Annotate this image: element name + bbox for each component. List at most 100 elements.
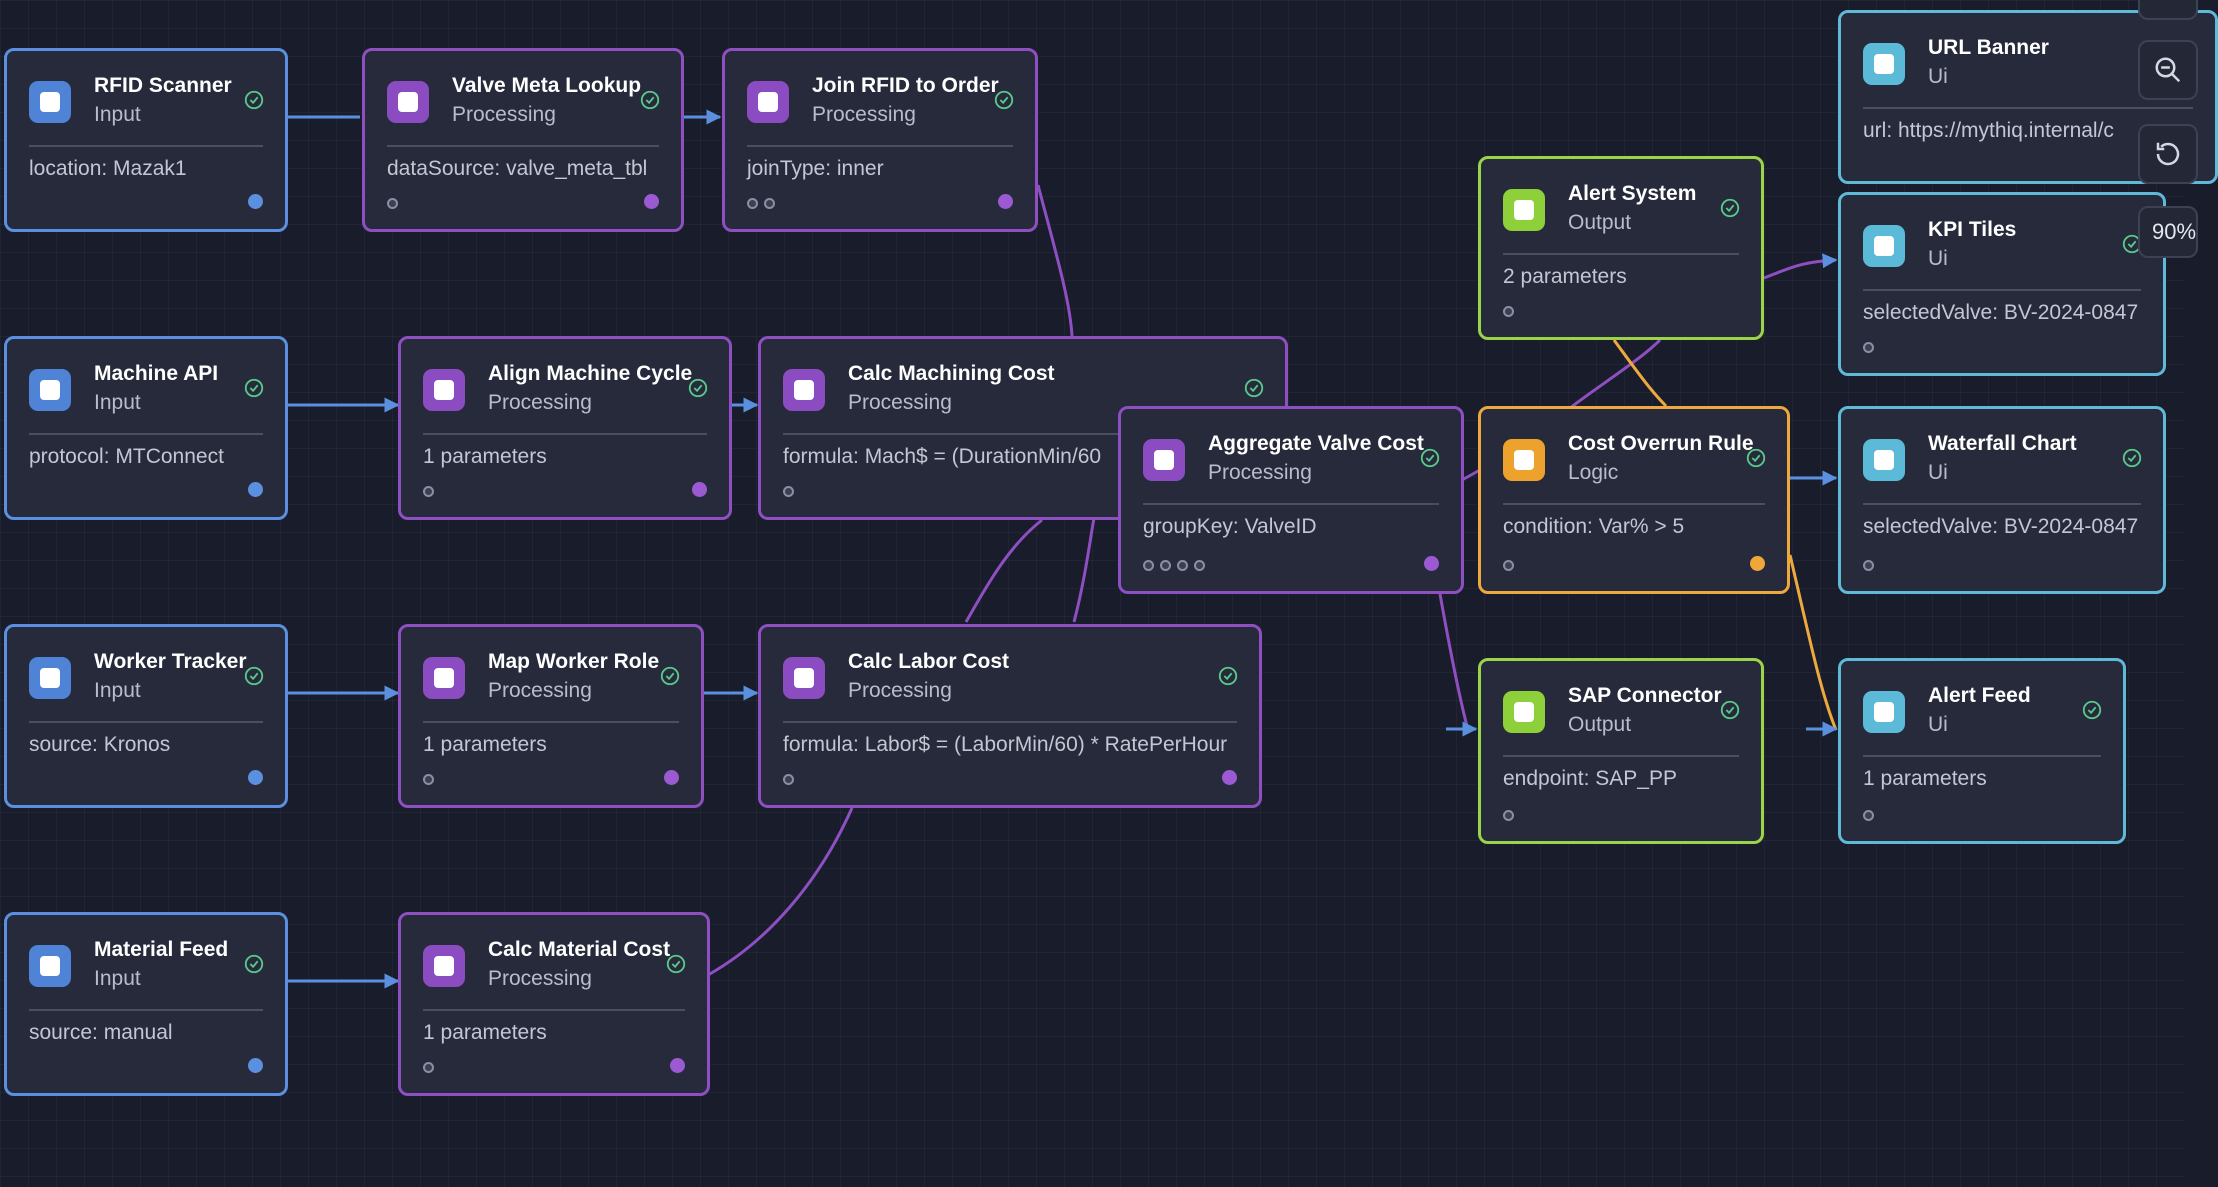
- node-type-icon: [423, 945, 465, 987]
- node-title: URL Banner: [1928, 36, 2049, 59]
- node-material-feed[interactable]: Material Feed Input source: manual: [4, 912, 288, 1096]
- node-type-icon: [423, 657, 465, 699]
- node-divider: [747, 145, 1013, 147]
- input-ports: [423, 486, 434, 497]
- node-type-label: Input: [94, 391, 141, 414]
- node-divider: [29, 433, 263, 435]
- node-rfid-scanner[interactable]: RFID Scanner Input location: Mazak1: [4, 48, 288, 232]
- input-port[interactable]: [423, 1062, 434, 1073]
- node-valve-meta-lookup[interactable]: Valve Meta Lookup Processing dataSource:…: [362, 48, 684, 232]
- input-port[interactable]: [1177, 560, 1188, 571]
- node-type-label: Processing: [848, 391, 952, 414]
- input-port[interactable]: [1863, 810, 1874, 821]
- node-title: Worker Tracker: [94, 650, 247, 673]
- check-circle-icon: [666, 954, 686, 974]
- check-circle-icon: [640, 90, 660, 110]
- output-port[interactable]: [248, 1058, 263, 1073]
- output-port[interactable]: [248, 482, 263, 497]
- edge-aggregate-sap: [1438, 593, 1470, 731]
- input-ports: [1863, 560, 1874, 571]
- node-param: 1 parameters: [423, 1021, 547, 1044]
- node-param: 1 parameters: [1863, 767, 1987, 790]
- check-circle-icon: [244, 666, 264, 686]
- output-port[interactable]: [248, 770, 263, 785]
- input-port[interactable]: [1143, 560, 1154, 571]
- node-param: protocol: MTConnect: [29, 445, 224, 468]
- zoom-out-button[interactable]: [2138, 40, 2198, 100]
- node-map-worker-role[interactable]: Map Worker Role Processing 1 parameters: [398, 624, 704, 808]
- node-divider: [387, 145, 659, 147]
- node-divider: [1503, 755, 1739, 757]
- node-divider: [1863, 289, 2141, 291]
- zoom-in-button[interactable]: [2138, 0, 2198, 20]
- node-kpi-tiles[interactable]: KPI Tiles Ui selectedValve: BV-2024-0847: [1838, 192, 2166, 376]
- input-port[interactable]: [783, 774, 794, 785]
- node-type-icon: [1503, 439, 1545, 481]
- input-port[interactable]: [1863, 560, 1874, 571]
- node-type-label: Processing: [488, 967, 592, 990]
- node-worker-tracker[interactable]: Worker Tracker Input source: Kronos: [4, 624, 288, 808]
- node-type-icon: [783, 369, 825, 411]
- node-calc-labor-cost[interactable]: Calc Labor Cost Processing formula: Labo…: [758, 624, 1262, 808]
- node-title: Valve Meta Lookup: [452, 74, 642, 97]
- input-port[interactable]: [1863, 342, 1874, 353]
- edge-material-aggregate-2: [964, 518, 1043, 623]
- node-divider: [29, 1009, 263, 1011]
- check-circle-icon: [244, 378, 264, 398]
- output-port[interactable]: [998, 194, 1013, 209]
- node-calc-material-cost[interactable]: Calc Material Cost Processing 1 paramete…: [398, 912, 710, 1096]
- input-port[interactable]: [423, 774, 434, 785]
- input-ports: [747, 198, 775, 209]
- output-port[interactable]: [1424, 556, 1439, 571]
- input-port[interactable]: [747, 198, 758, 209]
- input-ports: [783, 486, 794, 497]
- node-align-machine-cycle[interactable]: Align Machine Cycle Processing 1 paramet…: [398, 336, 732, 520]
- output-port[interactable]: [1222, 770, 1237, 785]
- input-port[interactable]: [764, 198, 775, 209]
- check-circle-icon: [1218, 666, 1238, 686]
- node-type-label: Input: [94, 967, 141, 990]
- node-title: Material Feed: [94, 938, 229, 961]
- input-port[interactable]: [1503, 560, 1514, 571]
- node-aggregate-valve-cost[interactable]: Aggregate Valve Cost Processing groupKey…: [1118, 406, 1464, 594]
- node-type-icon: [1503, 189, 1545, 231]
- node-param: dataSource: valve_meta_tbl: [387, 157, 648, 180]
- node-title: Aggregate Valve Cost: [1208, 432, 1424, 455]
- input-port[interactable]: [1503, 306, 1514, 317]
- input-port[interactable]: [423, 486, 434, 497]
- input-ports: [1863, 810, 1874, 821]
- input-port[interactable]: [1160, 560, 1171, 571]
- node-divider: [1503, 253, 1739, 255]
- node-title: Calc Labor Cost: [848, 650, 1010, 673]
- reset-view-button[interactable]: [2138, 124, 2198, 184]
- input-port[interactable]: [387, 198, 398, 209]
- node-alert-feed[interactable]: Alert Feed Ui 1 parameters: [1838, 658, 2126, 844]
- output-port[interactable]: [664, 770, 679, 785]
- input-ports: [783, 774, 794, 785]
- node-param: selectedValve: BV-2024-0847: [1863, 515, 2139, 538]
- node-type-label: Ui: [1928, 247, 1948, 270]
- input-port[interactable]: [1503, 810, 1514, 821]
- input-port[interactable]: [783, 486, 794, 497]
- check-circle-icon: [1244, 378, 1264, 398]
- node-type-label: Ui: [1928, 713, 1948, 736]
- node-cost-overrun-rule[interactable]: Cost Overrun Rule Logic condition: Var% …: [1478, 406, 1790, 594]
- node-waterfall-chart[interactable]: Waterfall Chart Ui selectedValve: BV-202…: [1838, 406, 2166, 594]
- output-port[interactable]: [692, 482, 707, 497]
- node-param: 1 parameters: [423, 445, 547, 468]
- node-join-rfid-to-order[interactable]: Join RFID to Order Processing joinType: …: [722, 48, 1038, 232]
- node-title: Map Worker Role: [488, 650, 660, 673]
- output-port[interactable]: [1750, 556, 1765, 571]
- node-type-label: Output: [1568, 713, 1632, 736]
- input-port[interactable]: [1194, 560, 1205, 571]
- node-title: Join RFID to Order: [812, 74, 999, 97]
- check-circle-icon: [660, 666, 680, 686]
- node-type-icon: [1863, 439, 1905, 481]
- output-port[interactable]: [670, 1058, 685, 1073]
- node-machine-api[interactable]: Machine API Input protocol: MTConnect: [4, 336, 288, 520]
- output-port[interactable]: [248, 194, 263, 209]
- output-port[interactable]: [644, 194, 659, 209]
- node-alert-system[interactable]: Alert System Output 2 parameters: [1478, 156, 1764, 340]
- node-sap-connector[interactable]: SAP Connector Output endpoint: SAP_PP: [1478, 658, 1764, 844]
